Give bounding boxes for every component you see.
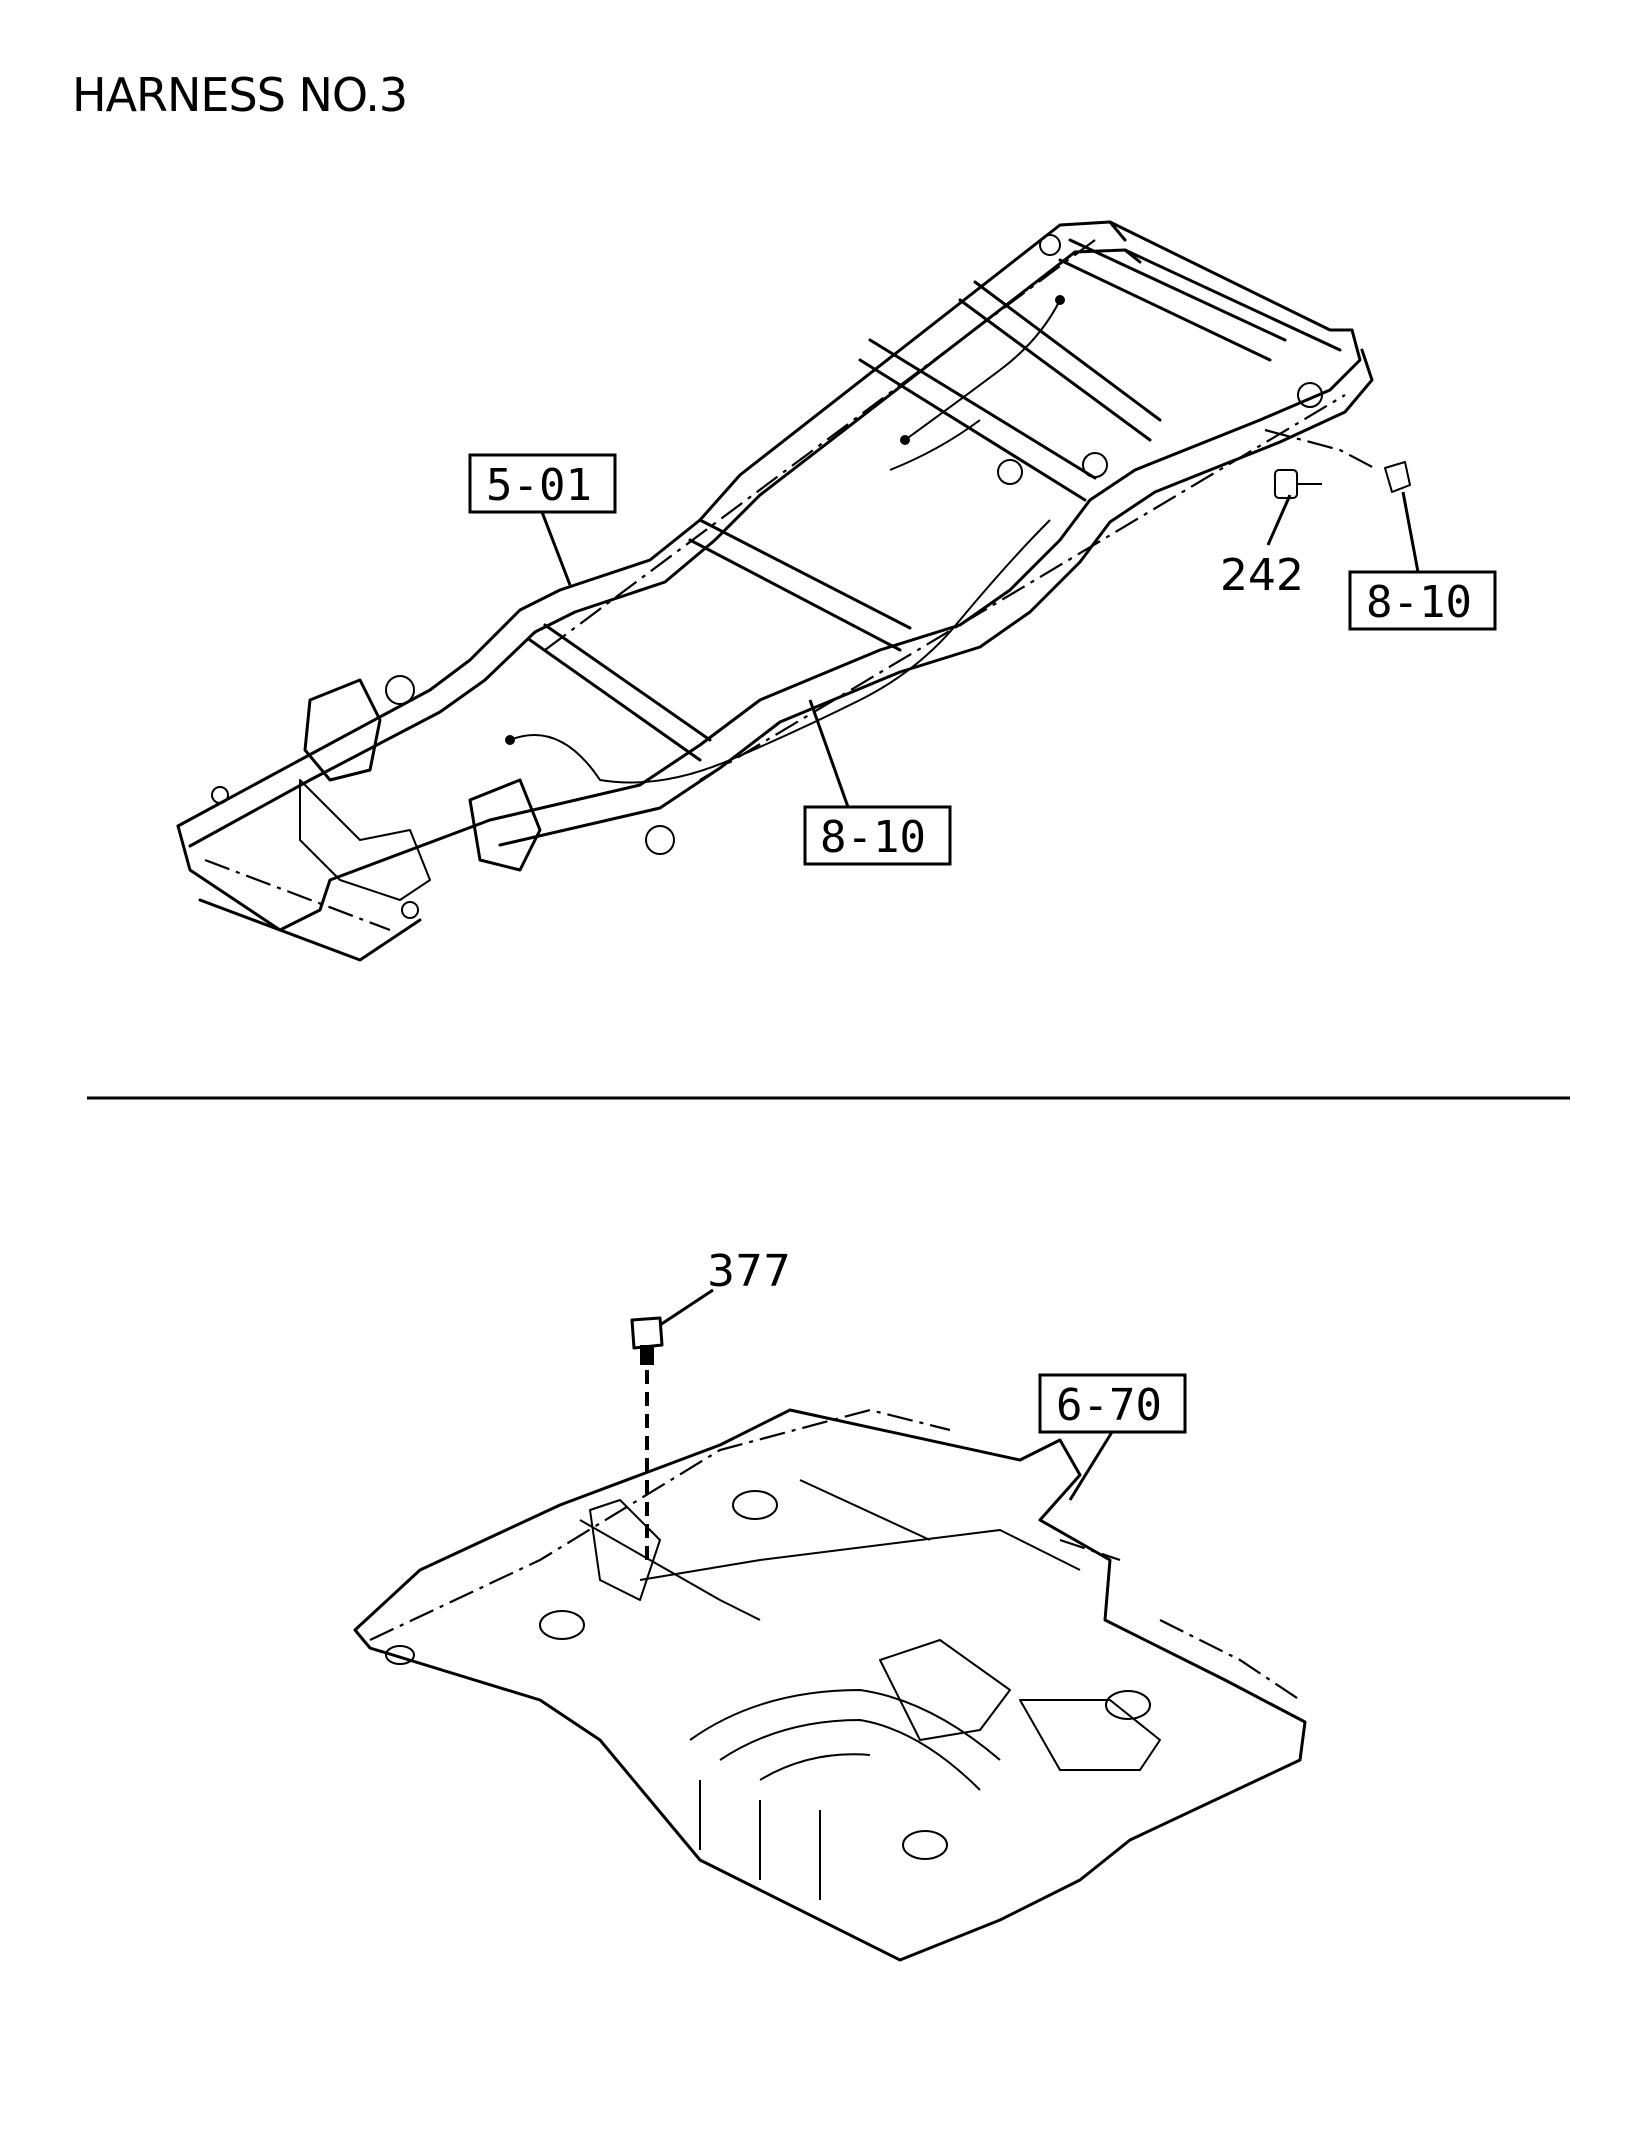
callout-6-70: 6-70 — [1038, 1373, 1187, 1501]
clip-icon — [1384, 461, 1411, 493]
part-number-377-label: 377 — [707, 1246, 791, 1297]
callout-6-70-label: 6-70 — [1056, 1380, 1162, 1431]
bolt-icon — [1274, 469, 1322, 499]
bolt-dash-leader — [1264, 428, 1379, 471]
callout-8-10-main-label: 8-10 — [820, 812, 926, 863]
part-number-242-label: 242 — [1220, 550, 1304, 601]
chassis-frame-drawing — [176, 220, 1374, 962]
bolt-icon — [630, 1316, 664, 1365]
floor-panel-drawing — [353, 1408, 1307, 1962]
callout-5-01-label: 5-01 — [486, 460, 592, 511]
callout-8-10-rear-label: 8-10 — [1366, 577, 1472, 628]
callout-8-10-rear: 8-10 — [1348, 491, 1497, 631]
page-title: HARNESS NO.3 — [72, 68, 408, 122]
callout-8-10-main: 8-10 — [803, 699, 952, 866]
callout-5-01: 5-01 — [468, 453, 617, 586]
part-number-377: 377 — [659, 1246, 791, 1327]
part-number-242: 242 — [1220, 494, 1304, 601]
